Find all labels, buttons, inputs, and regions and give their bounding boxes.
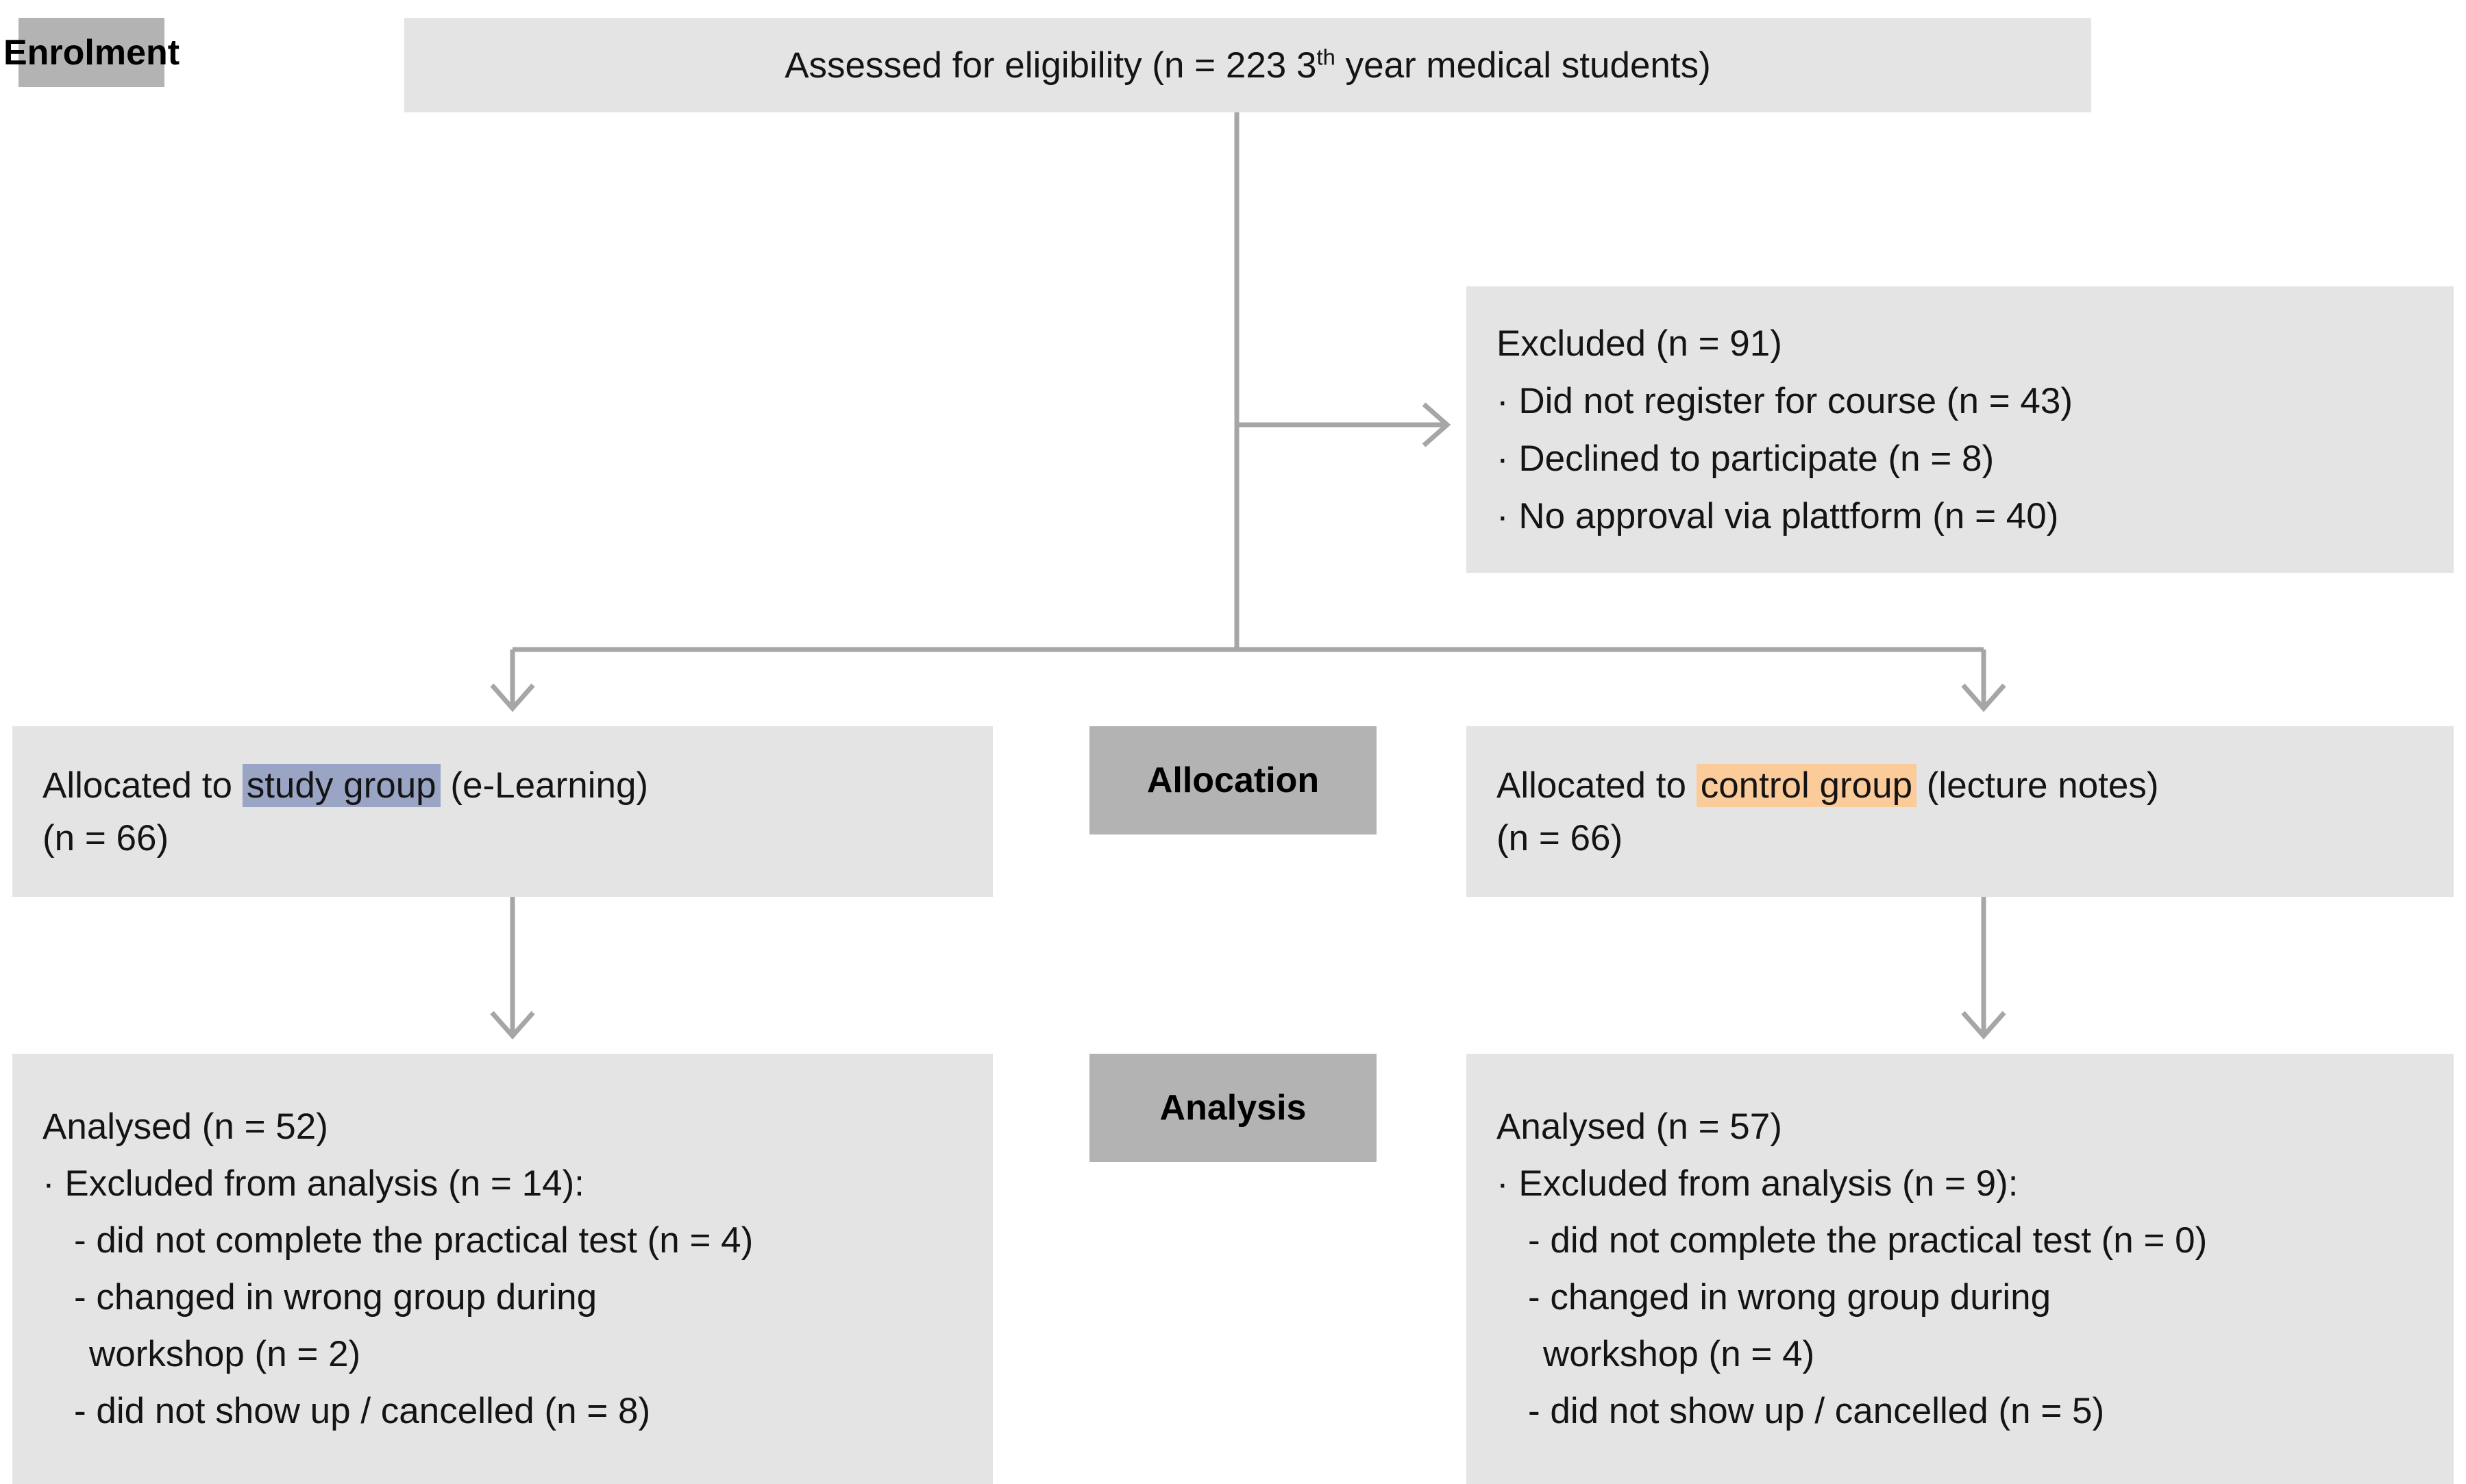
excluded-box: Excluded (n = 91) · Did not register for… <box>1466 286 2454 573</box>
right-branch-arrowhead <box>1961 683 2006 713</box>
left-analysis-arrowhead <box>490 1011 535 1040</box>
analysed-study-group-count: Analysed (n = 52) <box>42 1106 328 1147</box>
allocated-study-prefix: Allocated to <box>42 765 243 806</box>
allocated-study-suffix: (e-Learning) <box>440 765 649 806</box>
study-group-highlight: study group <box>242 763 441 807</box>
analysed-control-group-count: Analysed (n = 57) <box>1496 1106 1782 1147</box>
allocated-study-group-line: Allocated to study group (e-Learning) <box>42 763 981 807</box>
excluded-reason-item: · Did not register for course (n = 43) <box>1496 380 2073 421</box>
excluded-reason-item: · No approval via plattform (n = 40) <box>1496 495 2059 536</box>
analysed-control-group-text: Analysed (n = 57) · Excluded from analys… <box>1466 1054 2454 1484</box>
analysed-control-excluded-item-cont: workshop (n = 4) <box>1543 1334 1815 1374</box>
assessed-ordinal-suffix: th <box>1316 43 1335 69</box>
allocated-control-group-box: Allocated to control group (lecture note… <box>1466 726 2454 897</box>
analysed-study-group-text: Analysed (n = 52) · Excluded from analys… <box>12 1054 993 1484</box>
analysed-study-excluded-item: - did not complete the practical test (n… <box>74 1220 754 1261</box>
analysed-control-excluded-item: - did not show up / cancelled (n = 5) <box>1528 1391 2105 1431</box>
excluded-text: Excluded (n = 91) · Did not register for… <box>1466 286 2454 573</box>
analysed-control-excluded-item: - changed in wrong group during <box>1528 1277 2051 1318</box>
analysed-control-excluded-item: - did not complete the practical test (n… <box>1528 1220 2208 1261</box>
assessed-prefix: Assessed for eligibility (n = 223 3 <box>785 45 1317 86</box>
stage-label-analysis-text: Analysis <box>1159 1088 1307 1128</box>
excluded-reason-item: · Declined to participate (n = 8) <box>1496 438 1995 479</box>
allocated-study-group-text: Allocated to study group (e-Learning) (n… <box>12 726 993 897</box>
allocated-control-suffix: (lecture notes) <box>1916 765 2159 806</box>
excluded-arrowhead <box>1422 402 1451 447</box>
analysed-study-excluded-item-cont: workshop (n = 2) <box>89 1334 361 1374</box>
stage-label-enrolment: Enrolment <box>3 18 180 87</box>
analysed-control-group-box: Analysed (n = 57) · Excluded from analys… <box>1466 1054 2454 1484</box>
analysed-study-excluded-heading: · Excluded from analysis (n = 14): <box>42 1163 584 1204</box>
assessed-for-eligibility-line: Assessed for eligibility (n = 223 3th ye… <box>785 45 1711 86</box>
control-group-highlight: control group <box>1696 763 1917 807</box>
assessed-for-eligibility-box: Assessed for eligibility (n = 223 3th ye… <box>404 18 2091 112</box>
allocated-control-prefix: Allocated to <box>1496 765 1697 806</box>
allocated-control-group-text: Allocated to control group (lecture note… <box>1466 726 2454 897</box>
allocated-study-group-box: Allocated to study group (e-Learning) (n… <box>12 726 993 897</box>
assessed-suffix: year medical students) <box>1335 45 1711 86</box>
analysed-control-excluded-heading: · Excluded from analysis (n = 9): <box>1496 1163 2019 1204</box>
stage-label-enrolment-text: Enrolment <box>3 32 180 73</box>
allocated-study-group-count: (n = 66) <box>42 817 169 858</box>
allocated-control-group-line: Allocated to control group (lecture note… <box>1496 763 2441 807</box>
analysed-study-excluded-item: - did not show up / cancelled (n = 8) <box>74 1391 651 1431</box>
stage-label-allocation: Allocation <box>1089 726 1377 834</box>
allocated-control-group-count: (n = 66) <box>1496 817 1623 858</box>
analysed-study-group-box: Analysed (n = 52) · Excluded from analys… <box>12 1054 993 1484</box>
assessed-for-eligibility-text: Assessed for eligibility (n = 223 3th ye… <box>404 18 2091 112</box>
stage-label-analysis: Analysis <box>1089 1054 1377 1162</box>
right-analysis-arrowhead <box>1961 1011 2006 1040</box>
stage-label-allocation-text: Allocation <box>1146 760 1320 800</box>
left-branch-arrowhead <box>490 683 535 713</box>
analysed-study-excluded-item: - changed in wrong group during <box>74 1277 597 1318</box>
excluded-heading: Excluded (n = 91) <box>1496 323 1782 364</box>
